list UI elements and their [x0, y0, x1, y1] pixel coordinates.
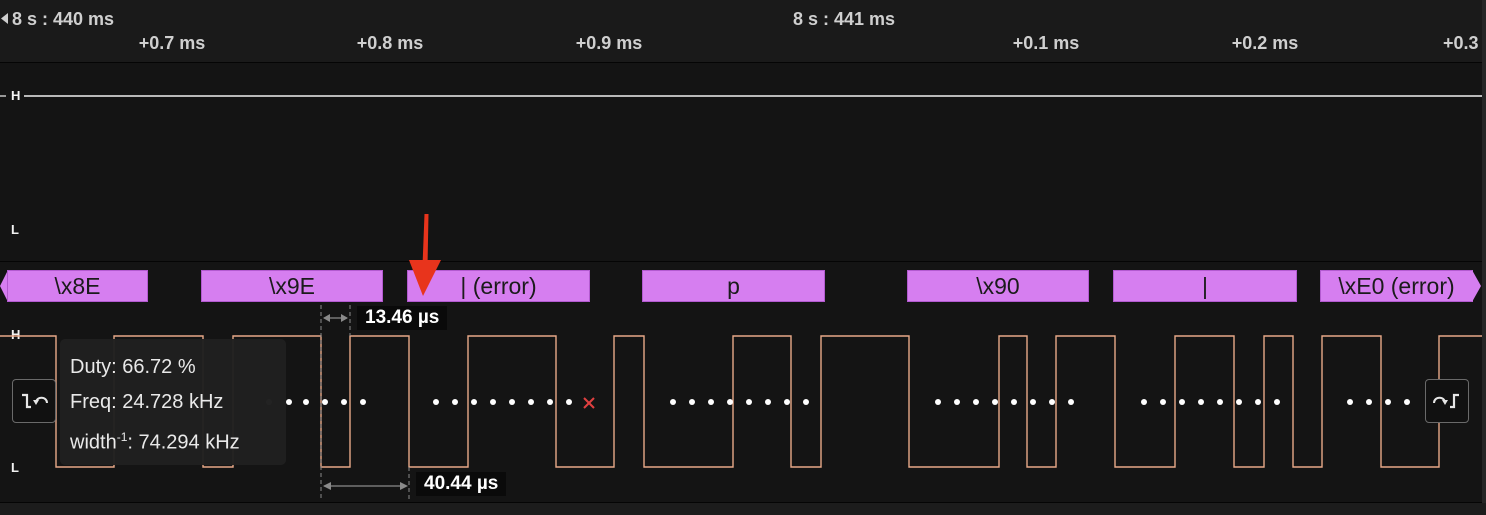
measurement-tooltip: Duty: 66.72 % Freq: 24.728 kHz width-1: … [60, 339, 286, 465]
next-edge-button[interactable] [1425, 379, 1469, 423]
relative-tick: +0.9 ms [575, 33, 643, 53]
freq-readout: Freq: 24.728 kHz [70, 391, 224, 413]
width-superscript: -1 [116, 430, 128, 444]
width-inverse-readout: width-1: 74.294 kHz [70, 420, 276, 461]
prev-edge-button[interactable] [12, 379, 56, 423]
duty-readout: Duty: 66.72 % [70, 356, 196, 378]
decoded-frame-error[interactable]: | (error) [407, 270, 590, 302]
relative-tick: +0.3 [1443, 33, 1479, 53]
decoded-frame[interactable]: \x9E [201, 270, 383, 302]
next-edge-icon [1433, 393, 1459, 409]
channel-1-high-label: H [11, 88, 21, 103]
absolute-time-left: 8 s : 440 ms [12, 9, 115, 29]
bottom-edge [0, 503, 1486, 515]
channel-1-track[interactable]: H L [0, 63, 1482, 262]
absolute-time-right: 8 s : 441 ms [793, 9, 896, 29]
frame-start-chevron [0, 270, 8, 302]
width-prefix: width [70, 431, 117, 454]
decoded-frame[interactable]: | [1113, 270, 1297, 302]
channel-2-low-label: L [11, 460, 19, 475]
time-ruler[interactable]: 8 s : 440 ms 8 s : 441 ms +0.7 ms +0.8 m… [0, 0, 1486, 63]
annotation-arrow-icon [409, 214, 441, 296]
relative-tick: +0.7 ms [138, 33, 206, 53]
decoded-frame[interactable]: \x8E [7, 270, 148, 302]
relative-tick: +0.1 ms [1012, 33, 1080, 53]
relative-tick: +0.8 ms [356, 33, 424, 53]
channel-1-signal [0, 95, 1482, 97]
prev-edge-icon [22, 393, 48, 409]
frame-end-chevron [1472, 270, 1481, 302]
channel-2-high-label: H [11, 327, 21, 342]
decoded-frame-error[interactable]: \xE0 (error) [1320, 270, 1473, 302]
period-label: 40.44 µs [416, 472, 507, 496]
channel-1-low-label: L [11, 222, 19, 237]
decoded-frame[interactable]: \x90 [907, 270, 1089, 302]
relative-tick: +0.2 ms [1231, 33, 1299, 53]
pulse-width-label: 13.46 µs [357, 306, 448, 330]
scroll-left-icon[interactable] [1, 13, 9, 25]
vertical-scrollbar[interactable] [1482, 0, 1486, 515]
decoded-frame[interactable]: p [642, 270, 825, 302]
width-value: : 74.294 kHz [127, 431, 240, 454]
error-x-icon [583, 397, 595, 409]
